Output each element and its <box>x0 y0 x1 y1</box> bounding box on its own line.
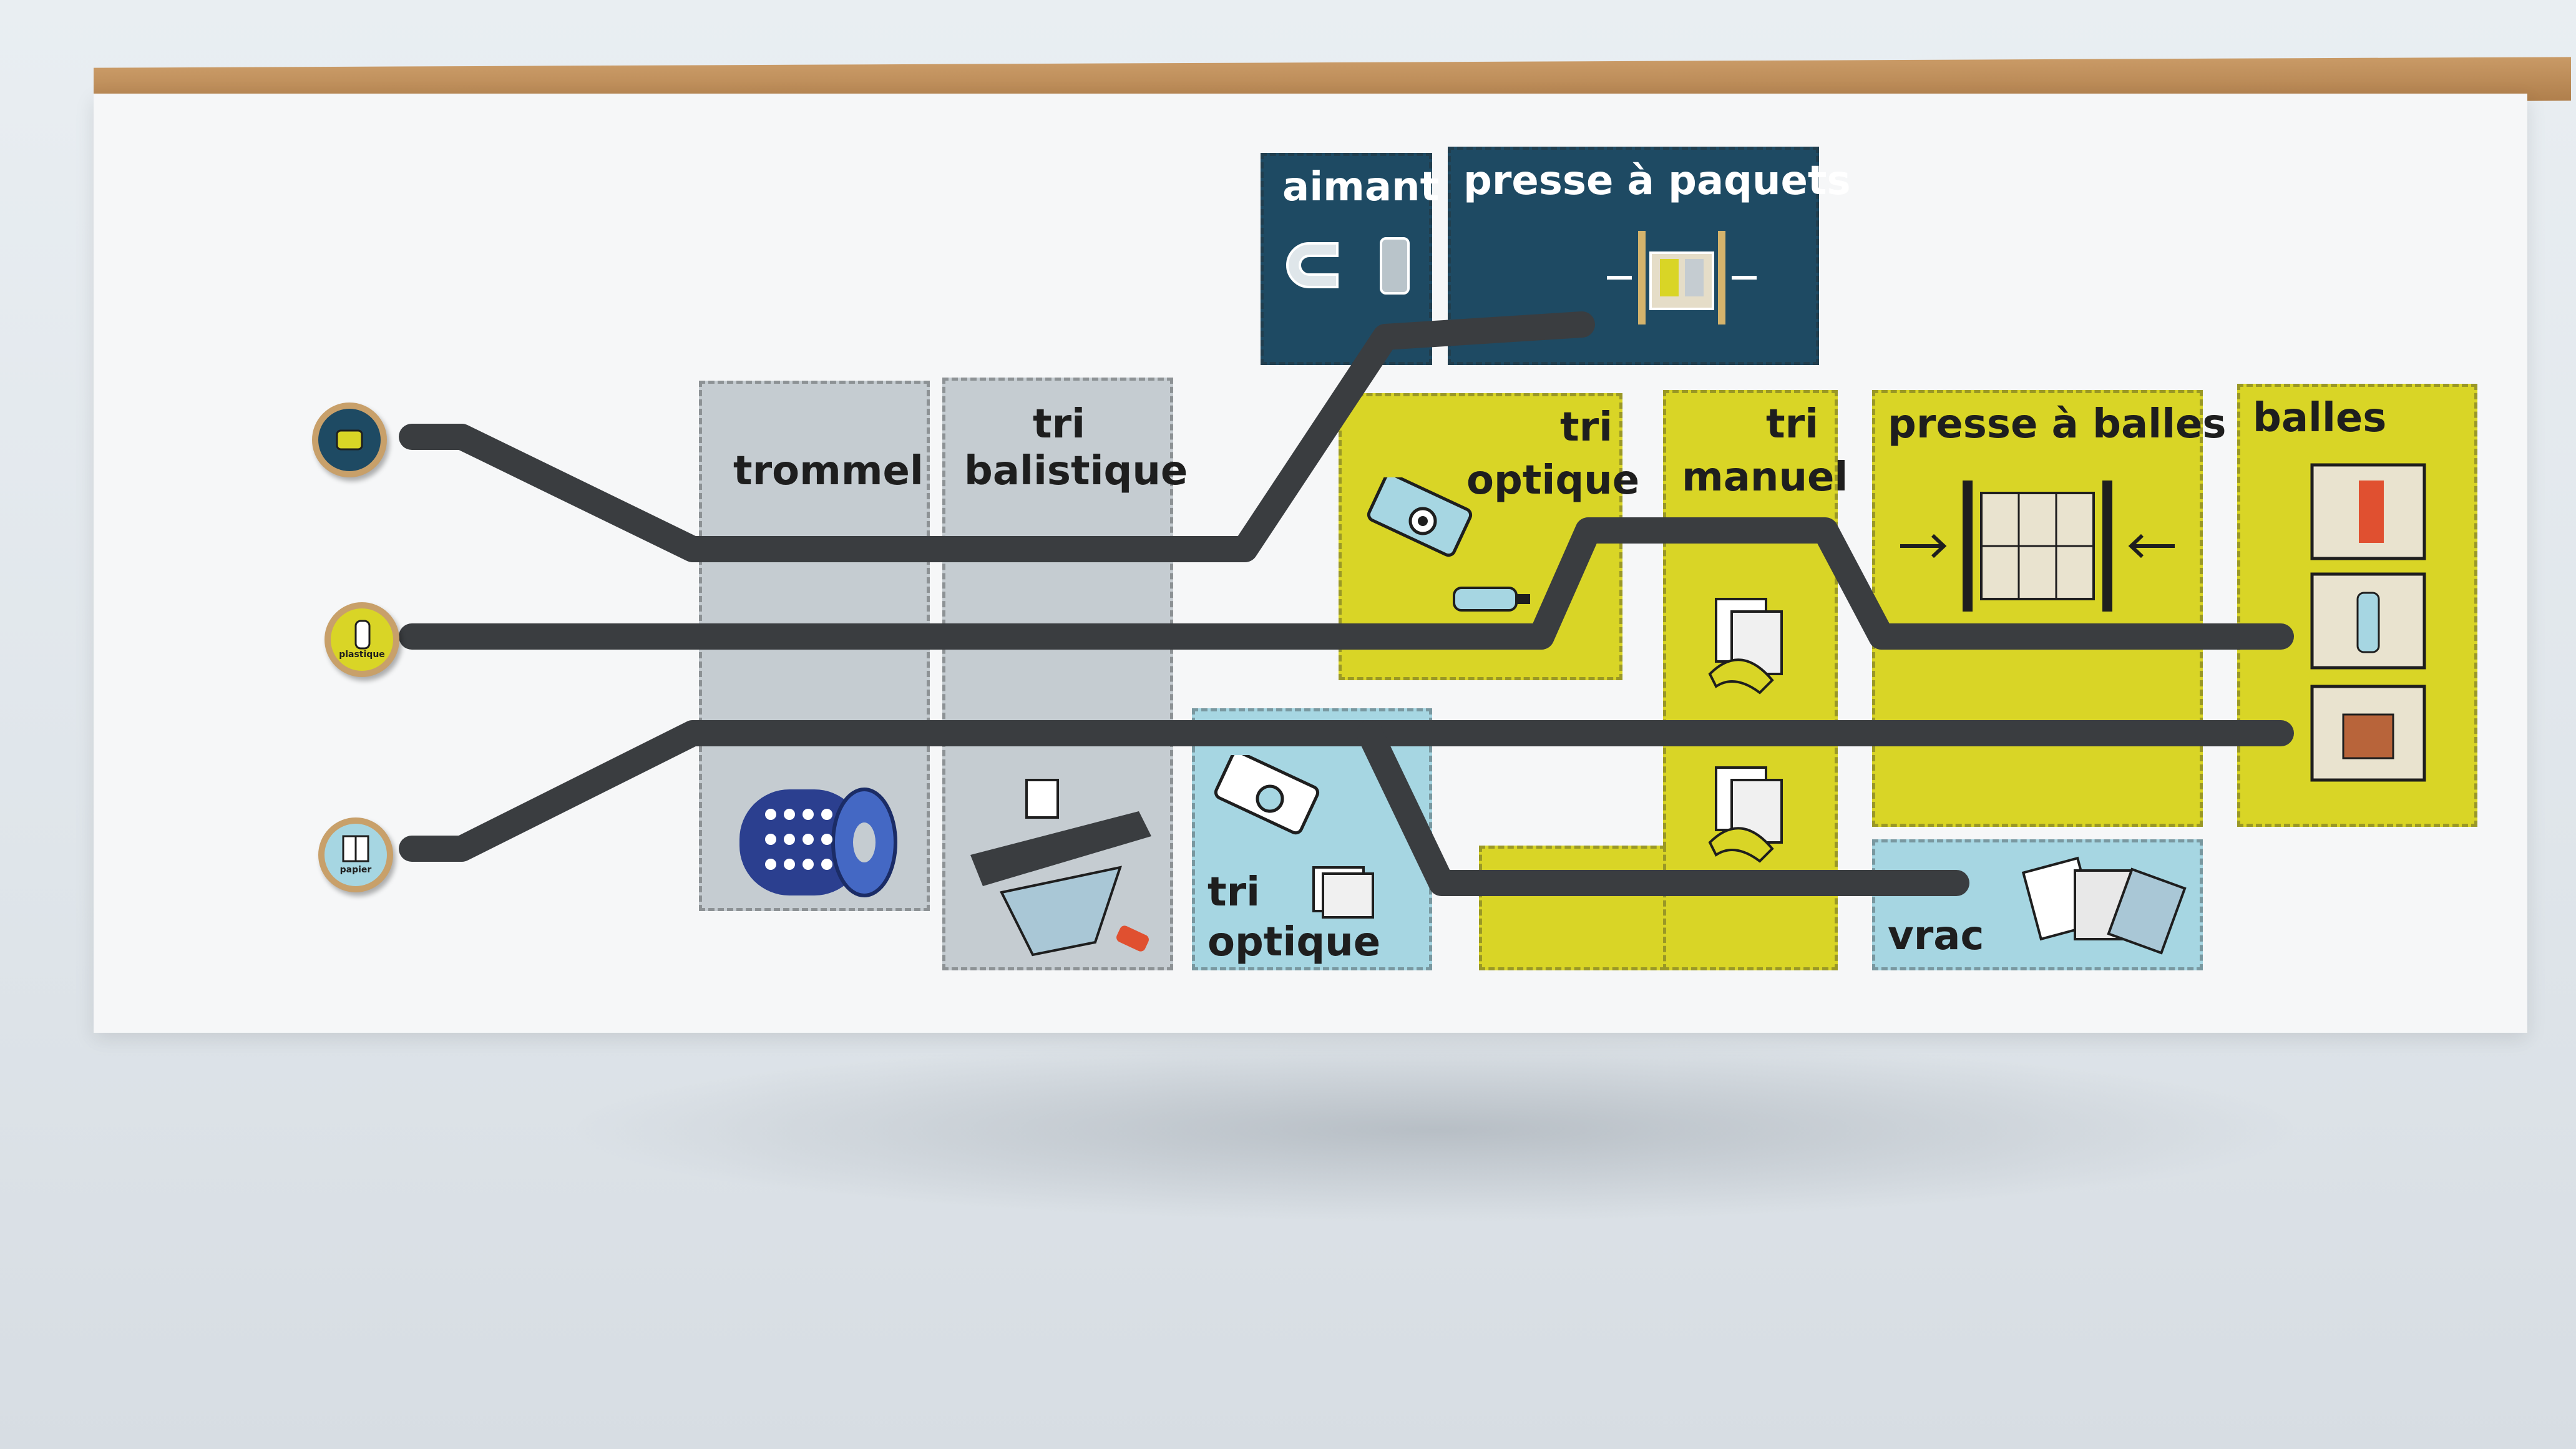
stage-vrac-label: vrac <box>1888 913 1984 959</box>
bottle-icon <box>354 620 371 650</box>
slot-track-paper-branch <box>1357 720 1969 896</box>
paper-pile-icon <box>1312 866 1374 919</box>
papier-knob-label: papier <box>339 865 372 875</box>
stage-tri-optique-bottom-label-2: optique <box>1208 919 1381 965</box>
board-shadow <box>562 1036 2309 1223</box>
bottle-icon <box>2310 572 2426 670</box>
bale-press-icon <box>1900 481 2175 612</box>
papier-knob[interactable]: papier <box>318 817 393 892</box>
slot-track-plastic <box>399 517 2294 650</box>
stage-tri-balistique-label-2: balistique <box>964 448 1188 494</box>
optical-camera-icon <box>1367 477 1473 557</box>
stage-presse-a-balles: presse à balles <box>1872 390 2227 827</box>
stage-trommel-label: trommel <box>733 448 924 494</box>
stage-presse-a-paquets: presse à paquets <box>1448 147 1851 365</box>
carton-icon <box>2310 685 2426 782</box>
stage-tri-manuel-label-2: manuel <box>1682 454 1848 500</box>
can-icon <box>336 429 363 451</box>
can-icon <box>1380 237 1410 295</box>
plastique-knob[interactable]: plastique <box>324 602 399 677</box>
book-icon <box>342 835 369 862</box>
stage-presse-a-paquets-label: presse à paquets <box>1463 158 1851 204</box>
stage-presse-a-balles-label: presse à balles <box>1888 401 2227 447</box>
stage-tri-manuel-label-1: tri <box>1766 401 1819 447</box>
slot-track-paper <box>399 720 2294 862</box>
hand-sorting-icon <box>1708 766 1783 863</box>
optical-camera-icon <box>1214 755 1320 835</box>
stage-vrac: vrac <box>1872 839 2203 970</box>
bottle-icon <box>1453 587 1530 612</box>
carton-icon <box>2310 463 2426 560</box>
stage-tri-optique-top-label-1: tri <box>1560 404 1613 451</box>
stage-tri-optique-top-label-2: optique <box>1466 457 1640 504</box>
metal-knob[interactable] <box>312 402 387 477</box>
package-press-icon <box>1607 231 1757 324</box>
stage-tri-manuel-lower <box>1479 846 1666 970</box>
trommel-drum-icon <box>739 788 897 897</box>
plastique-knob-label: plastique <box>339 650 385 660</box>
stage-tri-optique-bottom-label-1: tri <box>1208 869 1261 915</box>
paper-pile-icon <box>2021 856 2187 955</box>
stage-tri-balistique-label-1: tri <box>1033 401 1086 447</box>
stage-balles: balles <box>2237 384 2477 827</box>
slot-track-metal <box>399 311 1595 562</box>
stage-aimant-label: aimant <box>1282 164 1440 210</box>
ballistic-sorter-icon <box>970 779 1151 957</box>
stage-balles-label: balles <box>2253 395 2387 441</box>
hand-sorting-icon <box>1708 598 1783 695</box>
stage-tri-balistique: tri balistique <box>942 378 1188 970</box>
magnet-icon <box>1286 242 1339 288</box>
